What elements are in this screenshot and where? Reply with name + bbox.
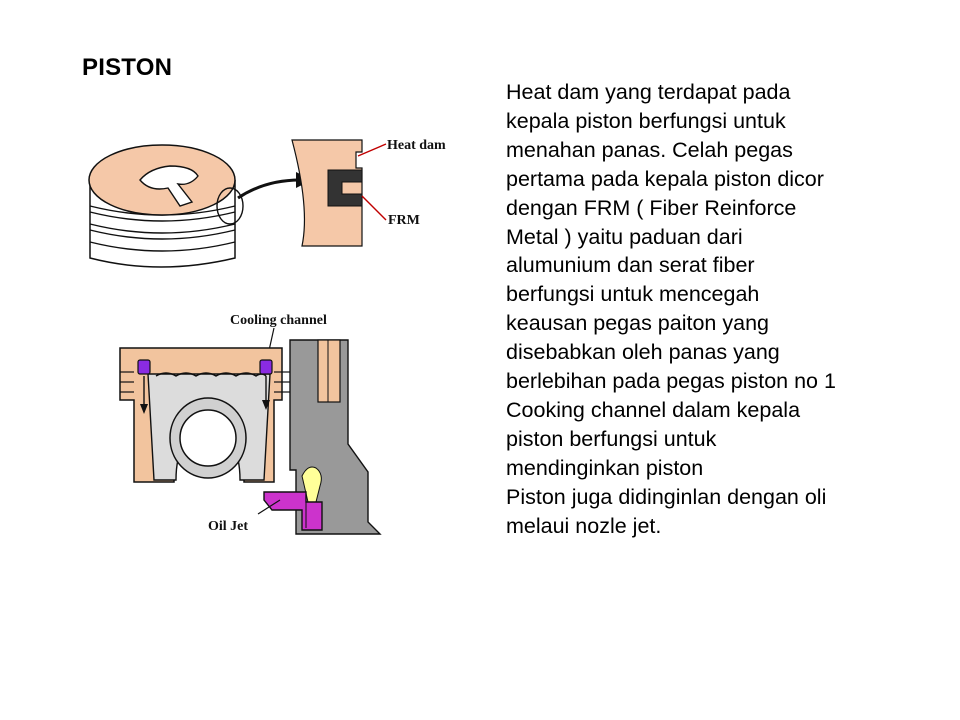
frm-label: FRM [388,213,420,228]
cooling-channel-label: Cooling channel [230,313,327,328]
paragraph-line: berlebihan pada pegas piston no 1 [506,369,836,394]
paragraph-line: mendinginkan piston [506,455,704,480]
slide-paragraph: Heat dam yang terdapat pada kepala pisto… [506,78,906,541]
paragraph-line: disebabkan oleh panas yang [506,340,780,365]
piston-cooling-figure: Cooling channel Oil Jet [119,313,382,535]
paragraph-line: piston berfungsi untuk [506,426,717,451]
paragraph-line: Piston juga didinginlan dengan oli [506,484,827,509]
heat-dam-label: Heat dam [387,138,446,153]
frm-insert [327,169,363,207]
paragraph-line: kepala piston berfungsi untuk [506,108,786,133]
paragraph-line: melaui nozle jet. [506,513,662,538]
piston-heat-dam-figure: Heat dam FRM [88,138,446,268]
paragraph-line: Heat dam yang terdapat pada [506,80,791,104]
oil-spray [301,466,322,503]
cooling-channel-right [259,359,273,375]
slide-title: PISTON [82,54,173,81]
paragraph-line: pertama pada kepala piston dicor [506,166,824,191]
paragraph-line: alumunium dan serat fiber [506,253,755,278]
paragraph-line: Metal ) yaitu paduan dari [506,224,743,249]
paragraph-line: menahan panas. Celah pegas [506,137,793,162]
oil-jet-label: Oil Jet [208,519,248,534]
paragraph-line: keausan pegas paiton yang [506,311,769,336]
cooling-channel-left [137,359,151,375]
paragraph-line: berfungsi untuk mencegah [506,282,760,307]
paragraph-line: Cooking channel dalam kepala [506,397,801,422]
heat-dam-detail [291,139,363,247]
paragraph-line: dengan FRM ( Fiber Reinforce [506,195,797,220]
